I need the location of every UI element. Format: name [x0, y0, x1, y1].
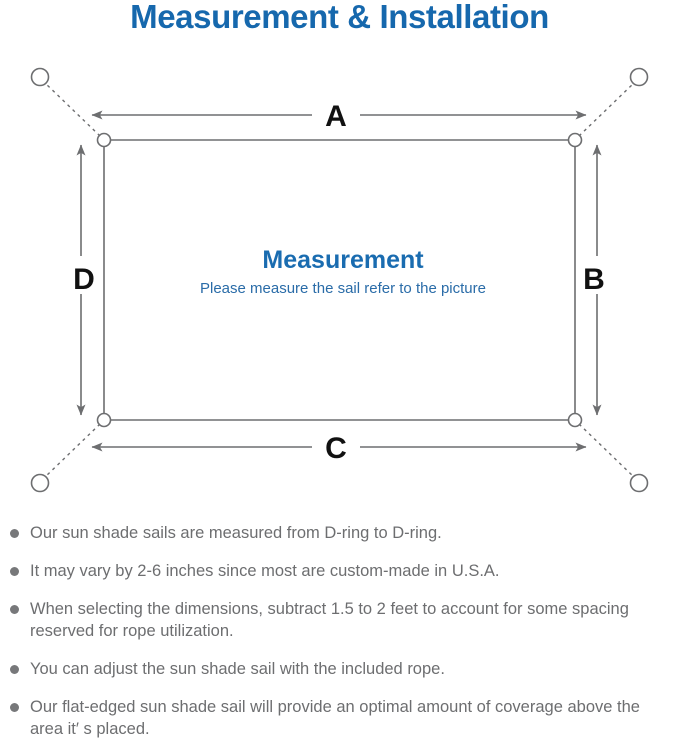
note-text: Our sun shade sails are measured from D-…: [30, 524, 442, 542]
notes-list: Our sun shade sails are measured from D-…: [0, 522, 679, 756]
note-text: When selecting the dimensions, subtract …: [30, 600, 629, 640]
rope-lines: [43, 81, 636, 479]
anchor-point-bottom-left-icon: [30, 473, 50, 493]
anchor-point-top-left-icon: [30, 67, 50, 87]
d-ring-bottom-right-icon: [567, 412, 583, 428]
d-ring-top-left-icon: [96, 132, 112, 148]
rope-line-bottom-right: [578, 423, 636, 479]
rope-line-bottom-left: [43, 423, 101, 479]
list-item: You can adjust the sun shade sail with t…: [0, 658, 679, 680]
note-text: Our flat-edged sun shade sail will provi…: [30, 698, 640, 738]
dimension-label-c: C: [325, 432, 347, 465]
bullet-icon: [10, 567, 19, 576]
bullet-icon: [10, 605, 19, 614]
d-ring-group: [96, 132, 583, 428]
list-item: When selecting the dimensions, subtract …: [0, 598, 679, 642]
list-item: Our flat-edged sun shade sail will provi…: [0, 696, 679, 740]
sail-panel: [103, 139, 576, 421]
note-text: It may vary by 2-6 inches since most are…: [30, 562, 500, 580]
d-ring-bottom-left-icon: [96, 412, 112, 428]
dimension-label-a: A: [325, 100, 347, 133]
d-ring-top-right-icon: [567, 132, 583, 148]
anchor-point-bottom-right-icon: [629, 473, 649, 493]
dimension-label-b: B: [583, 263, 605, 296]
list-item: It may vary by 2-6 inches since most are…: [0, 560, 679, 582]
shade-sail-measurement-diagram: A C D B Measurement Please measure the s…: [30, 67, 649, 493]
rope-line-top-left: [43, 81, 101, 137]
bullet-icon: [10, 665, 19, 674]
dimension-label-d: D: [73, 263, 95, 296]
bullet-icon: [10, 529, 19, 538]
sail-center-title: Measurement: [262, 246, 424, 274]
bullet-icon: [10, 703, 19, 712]
sail-center-subtitle: Please measure the sail refer to the pic…: [200, 280, 486, 297]
note-text: You can adjust the sun shade sail with t…: [30, 660, 445, 678]
anchor-point-top-right-icon: [629, 67, 649, 87]
list-item: Our sun shade sails are measured from D-…: [0, 522, 679, 544]
anchor-points: [30, 67, 649, 493]
rope-line-top-right: [578, 81, 636, 137]
page-title: Measurement & Installation: [130, 0, 549, 35]
